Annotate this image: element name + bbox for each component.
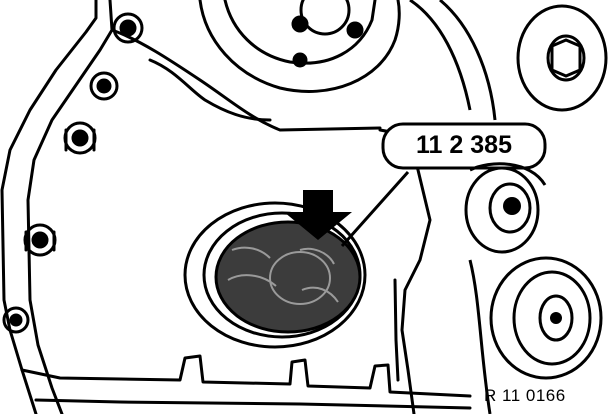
crankshaft-seal [214, 220, 362, 334]
tensioner-pulley [464, 166, 540, 254]
water-pump-pulley-inner [223, 0, 377, 65]
tensioner-bolt [503, 197, 521, 215]
seal-hatch-texture [227, 246, 339, 305]
lower-right-pulley-ring [512, 270, 592, 366]
cover-bolt-2 [89, 71, 119, 101]
figure-reference-code: R 11 0166 [484, 386, 566, 405]
tensioner-pulley-inner [488, 182, 532, 234]
lower-pulley-bolt [550, 312, 562, 324]
upper-right-pulley-inner [546, 34, 586, 82]
tool-number-label: 11 2 385 [416, 130, 512, 159]
upper-right-pulley [516, 4, 608, 112]
pump-hub [299, 0, 351, 36]
bolt-3-stem [64, 128, 96, 152]
lower-right-pulley [489, 256, 603, 380]
belt-upper-right-2 [439, 0, 497, 121]
cover-upper-contour [110, 28, 382, 132]
seal-housing-outer [183, 201, 367, 349]
pump-bolt-1 [291, 15, 309, 33]
right-pulley-group [409, 0, 608, 414]
cover-right-contour-2 [393, 278, 400, 382]
cover-upper-contour-2 [148, 58, 272, 122]
water-pump-pulley [198, 0, 401, 93]
lower-right-pulley-hub [538, 294, 574, 342]
pump-bolt-3 [292, 52, 308, 68]
cover-outline-left [0, 0, 98, 414]
pump-bolt-2 [346, 21, 364, 39]
callout-leader-line [340, 171, 410, 247]
arrow-pointer [284, 190, 352, 240]
callout-bubble [381, 122, 547, 170]
upper-right-hex [550, 38, 582, 78]
cover-bolt-1 [112, 12, 144, 44]
cover-outline-inner-left [26, 0, 114, 414]
cover-bolt-3 [63, 121, 97, 155]
tensioner-arm [469, 162, 547, 186]
oil-pan-flange [20, 354, 472, 398]
belt-upper-right [409, 0, 472, 111]
right-belt-lower [468, 259, 492, 414]
cover-bolt-5 [2, 306, 30, 334]
bolt-4-stem [24, 230, 56, 252]
oil-pan-flange-lower [34, 398, 472, 410]
